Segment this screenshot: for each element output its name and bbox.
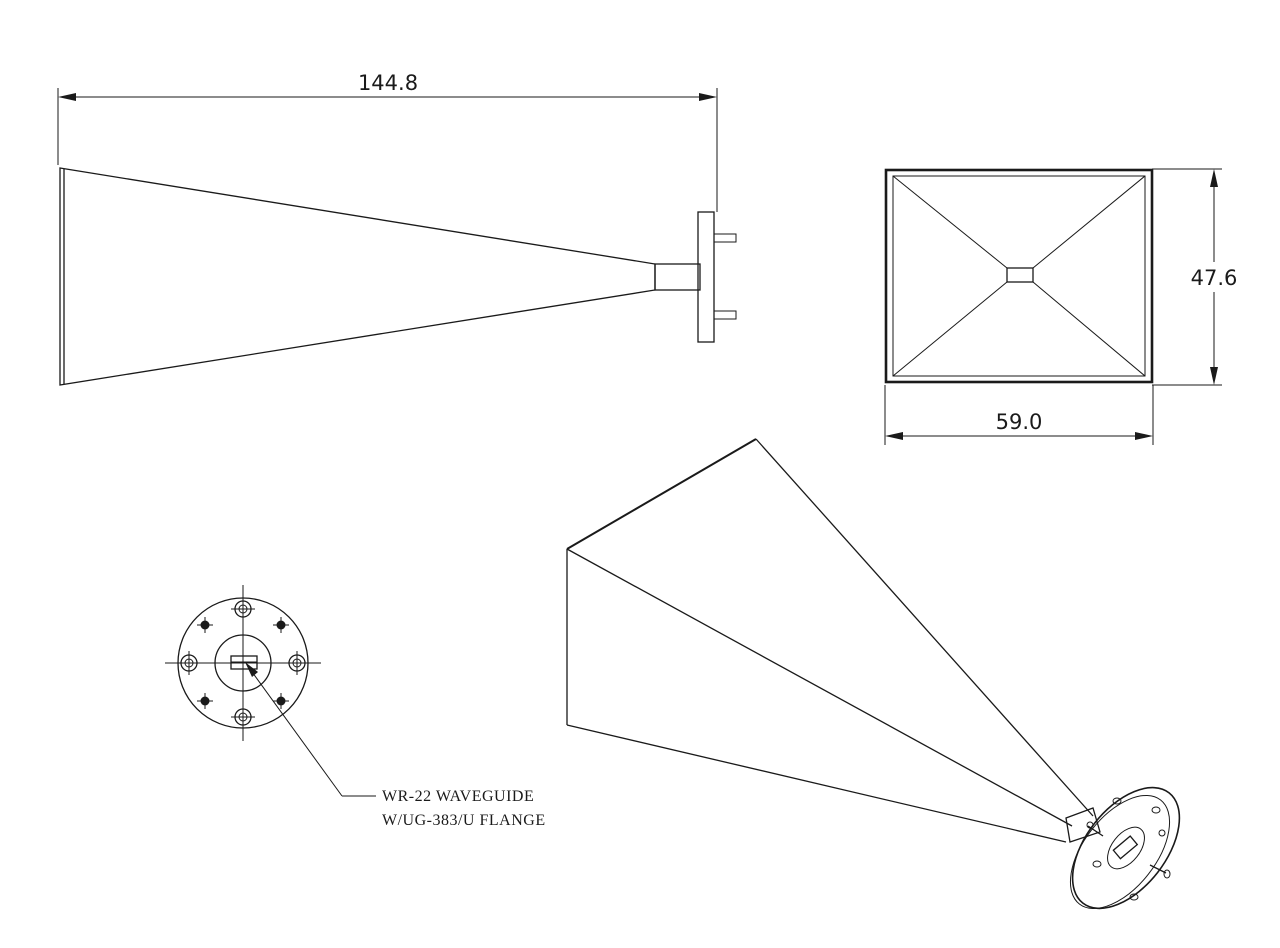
flange-pin-holes [197,617,289,709]
height-dimension: 47.6 [1152,168,1242,386]
length-dimension-label: 144.8 [358,71,418,95]
flange-isometric [1069,786,1181,910]
isometric-view [566,438,1181,910]
width-dimension-label: 59.0 [996,410,1043,434]
flange-end-view [165,585,376,797]
flange-side [697,211,737,343]
length-dimension: 144.8 [57,71,718,212]
height-dimension-label: 47.6 [1191,266,1238,290]
flange-bolt-holes [180,600,306,726]
note-leader [245,662,376,797]
note-line-1: WR-22 WAVEGUIDE [382,788,534,805]
waveguide-note: WR-22 WAVEGUIDE W/UG-383/U FLANGE [382,788,546,829]
side-view: 144.8 [57,71,737,386]
front-view: 47.6 59.0 [884,168,1242,445]
width-dimension: 59.0 [884,385,1154,445]
horn-side-body [59,167,701,386]
note-line-2: W/UG-383/U FLANGE [382,812,546,829]
